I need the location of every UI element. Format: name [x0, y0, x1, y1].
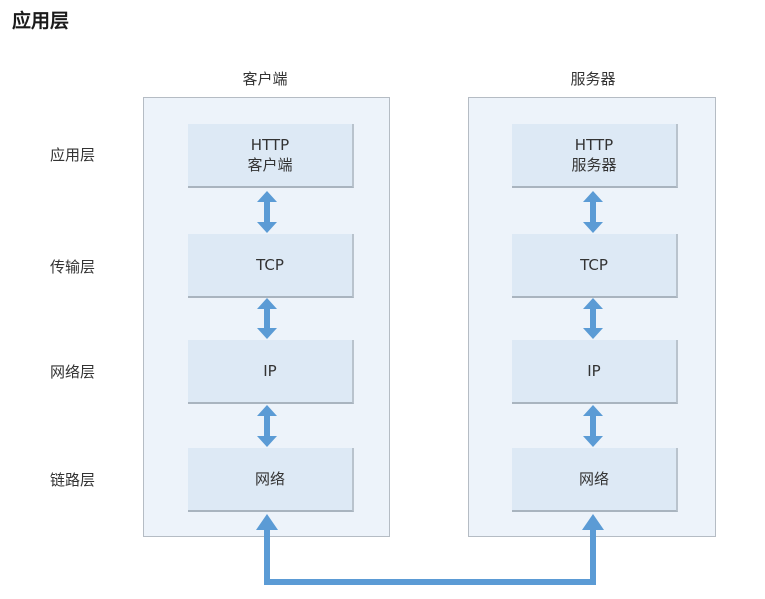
client-title: 客户端: [242, 70, 288, 88]
layer-label-transport: 传输层: [50, 258, 96, 276]
client-network-label: 网络: [254, 470, 285, 488]
server-ip-box: IP: [512, 340, 678, 404]
client-tcp-label: TCP: [256, 256, 284, 274]
client-tcp-box: TCP: [188, 234, 354, 298]
server-http-box: HTTP 服务器: [512, 124, 678, 188]
server-title: 服务器: [570, 70, 616, 88]
server-tcp-label: TCP: [580, 256, 608, 274]
client-http-label: HTTP: [250, 136, 290, 154]
layer-label-application: 应用层: [50, 146, 96, 164]
client-ip-label: IP: [263, 362, 277, 380]
layer-label-network: 网络层: [50, 363, 96, 381]
client-network-box: 网络: [188, 448, 354, 512]
client-http-box: HTTP 客户端: [188, 124, 354, 188]
server-tcp-box: TCP: [512, 234, 678, 298]
server-http-label: HTTP: [574, 136, 614, 154]
server-ip-label: IP: [587, 362, 601, 380]
client-ip-box: IP: [188, 340, 354, 404]
client-http-sublabel: 客户端: [247, 156, 293, 174]
layer-label-link: 链路层: [50, 471, 96, 489]
server-network-label: 网络: [578, 470, 609, 488]
server-http-sublabel: 服务器: [571, 156, 617, 174]
page-title: 应用层: [12, 10, 70, 32]
server-network-box: 网络: [512, 448, 678, 512]
